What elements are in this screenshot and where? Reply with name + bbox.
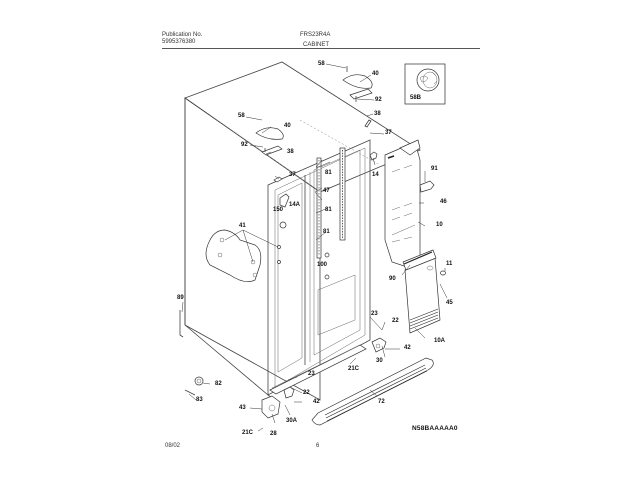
footer-date: 08/02 [165, 443, 181, 449]
callout-81-c[interactable]: 81 [323, 229, 330, 235]
callout-82[interactable]: 82 [215, 381, 222, 387]
callout-40-top[interactable]: 40 [372, 71, 379, 77]
callout-30[interactable]: 30 [376, 358, 383, 364]
screws-100 [324, 252, 330, 280]
roller-assembly-right [371, 337, 387, 353]
section-title: CABINET [303, 42, 330, 48]
small-bracket-30A [283, 386, 295, 399]
callout-38-top[interactable]: 38 [374, 111, 381, 117]
inset-box [404, 63, 446, 105]
inset-label: 58B [410, 95, 422, 101]
bracket-91 [419, 180, 435, 193]
hinge-cover-top [342, 66, 373, 128]
leveler-82 [184, 376, 204, 396]
roller-assembly-left [261, 395, 281, 419]
callout-92-top[interactable]: 92 [375, 97, 382, 103]
callout-45[interactable]: 45 [446, 300, 453, 306]
callout-11[interactable]: 11 [446, 261, 453, 267]
back-panel [384, 139, 421, 269]
shelf-ladder-left [316, 157, 322, 259]
callout-46[interactable]: 46 [440, 199, 447, 205]
side-trim [179, 310, 184, 338]
model-number: FRS23R4A [300, 32, 331, 38]
callout-41[interactable]: 41 [239, 223, 246, 229]
callout-14[interactable]: 14 [372, 172, 379, 178]
callout-22-right[interactable]: 22 [392, 318, 399, 324]
callout-42-left[interactable]: 42 [313, 399, 320, 405]
access-cover [402, 249, 446, 334]
cabinet-shell [184, 61, 421, 401]
drawing-code: N58BAAAAA0 [412, 425, 458, 432]
callout-40-left[interactable]: 40 [284, 123, 291, 129]
callout-58-left[interactable]: 58 [238, 113, 245, 119]
header-rule [162, 48, 480, 49]
callout-91[interactable]: 91 [431, 166, 438, 172]
cap-part-icon [416, 68, 440, 92]
callout-23-left[interactable]: 23 [308, 371, 315, 377]
callout-81-a[interactable]: 81 [325, 170, 332, 176]
callout-47[interactable]: 47 [323, 188, 330, 194]
publication-number: 5995376380 [162, 39, 196, 45]
page-number: 6 [316, 443, 320, 449]
callout-21C-mid[interactable]: 21C [348, 366, 360, 372]
callout-37-left[interactable]: 37 [289, 172, 296, 178]
callout-28[interactable]: 28 [270, 431, 277, 437]
callout-38-left[interactable]: 38 [287, 149, 294, 155]
callout-14A[interactable]: 14A [289, 202, 301, 208]
clip-14 [369, 151, 378, 161]
callout-81-b[interactable]: 81 [325, 207, 332, 213]
callout-30A[interactable]: 30A [286, 418, 298, 424]
callout-150[interactable]: 150 [273, 207, 284, 213]
callout-100[interactable]: 100 [317, 262, 328, 268]
callout-10[interactable]: 10 [436, 222, 443, 228]
leader-lines [181, 63, 448, 432]
callout-23-right[interactable]: 23 [371, 311, 378, 317]
callout-58-top[interactable]: 58 [318, 61, 325, 67]
hinge-cover-left [255, 127, 290, 229]
callout-92-left[interactable]: 92 [241, 142, 248, 148]
callout-42-right[interactable]: 42 [404, 345, 411, 351]
callout-37-top[interactable]: 37 [385, 130, 392, 136]
shelf-ladder-right [339, 147, 346, 241]
callout-21C-bottom[interactable]: 21C [242, 430, 254, 436]
toe-grille [311, 357, 434, 426]
hinge-bracket [205, 229, 281, 282]
callout-10A[interactable]: 10A [434, 338, 446, 344]
callout-83[interactable]: 83 [196, 397, 203, 403]
bottom-rail [269, 344, 367, 395]
callout-43[interactable]: 43 [239, 405, 246, 411]
callout-89[interactable]: 89 [177, 295, 184, 301]
publication-label: Publication No. [162, 32, 203, 38]
callout-90[interactable]: 90 [389, 276, 396, 282]
callout-72[interactable]: 72 [378, 399, 385, 405]
callout-22-left[interactable]: 22 [303, 390, 310, 396]
